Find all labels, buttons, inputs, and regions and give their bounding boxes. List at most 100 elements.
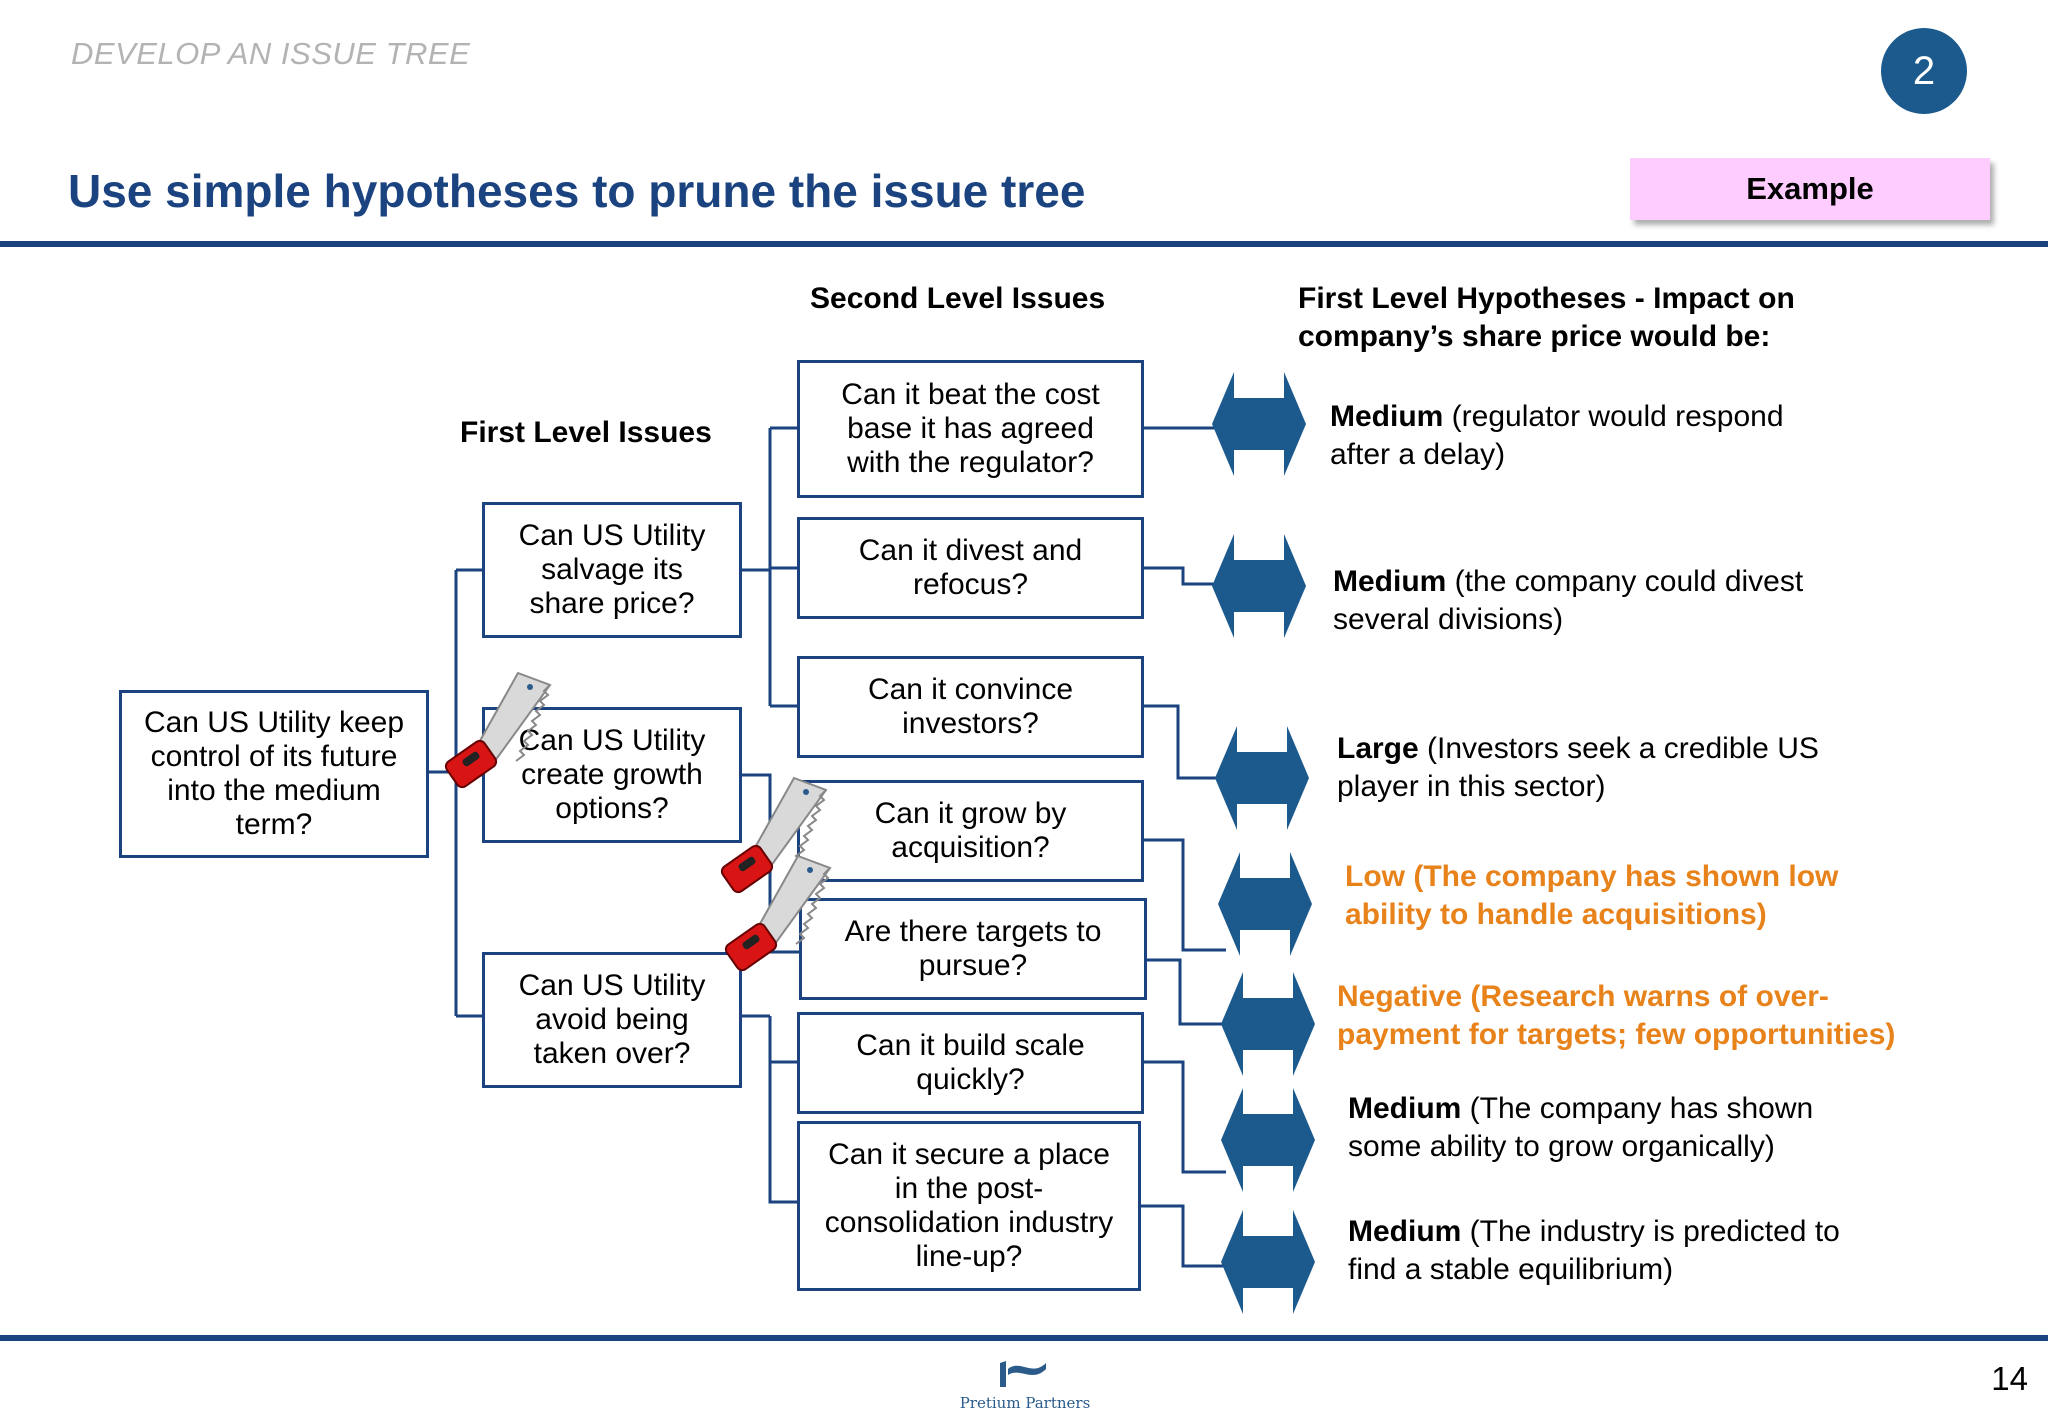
hypothesis-text: (the company could divest bbox=[1446, 565, 1804, 598]
second-level-issue-box: Can it convince investors? bbox=[797, 656, 1144, 758]
footer-rule bbox=[0, 1335, 2048, 1341]
second-level-issue-box: Can it secure a place in the post- conso… bbox=[797, 1121, 1141, 1291]
double-arrow-icon bbox=[1218, 852, 1312, 956]
issue-line: Can it secure a place bbox=[828, 1138, 1110, 1171]
saw-icon bbox=[444, 671, 552, 789]
hypothesis: Large (Investors seek a credible US play… bbox=[1337, 730, 1819, 806]
issue-line: investors? bbox=[902, 707, 1039, 740]
hypotheses-heading-line1: First Level Hypotheses - Impact on bbox=[1298, 282, 1795, 315]
root-line: term? bbox=[235, 808, 313, 841]
issue-line: taken over? bbox=[533, 1037, 691, 1070]
connector-l2-6 bbox=[768, 1016, 800, 1204]
second-level-heading: Second Level Issues bbox=[810, 282, 1106, 315]
first-level-issue-box: Can US Utility create growth options? bbox=[482, 707, 742, 843]
first-level-heading: First Level Issues bbox=[460, 416, 712, 449]
connector-l2-5 bbox=[768, 1016, 800, 1064]
section-label: DEVELOP AN ISSUE TREE bbox=[71, 36, 471, 71]
connector-h-2 bbox=[1143, 704, 1220, 780]
hypotheses-heading-line2: company’s share price would be: bbox=[1298, 320, 1771, 353]
connector-h-3 bbox=[1143, 838, 1226, 952]
double-arrow-icon bbox=[1221, 1088, 1315, 1192]
double-arrow-icon bbox=[1221, 972, 1315, 1076]
hypothesis: Medium (The industry is predicted to fin… bbox=[1348, 1213, 1840, 1289]
hypothesis: Medium (The company has shown some abili… bbox=[1348, 1090, 1813, 1166]
hypothesis-text: (The industry is predicted to bbox=[1461, 1215, 1840, 1248]
issue-line: base it has agreed bbox=[847, 412, 1094, 445]
hypothesis-text: several divisions) bbox=[1333, 603, 1564, 636]
first-level-issue-box: Can US Utility salvage its share price? bbox=[482, 502, 742, 638]
second-level-issue-box: Can it grow by acquisition? bbox=[797, 780, 1144, 882]
issue-line: Can it beat the cost bbox=[841, 378, 1100, 411]
first-level-issue-box: Can US Utility avoid being taken over? bbox=[482, 952, 742, 1088]
connector-h-6 bbox=[1140, 1204, 1226, 1268]
hypothesis: Medium (regulator would respond after a … bbox=[1330, 398, 1784, 474]
issue-line: with the regulator? bbox=[847, 446, 1094, 479]
hypothesis-text: (The company has shown bbox=[1461, 1092, 1814, 1125]
pretium-logo: Pretium Partners bbox=[950, 1355, 1100, 1412]
issue-line: options? bbox=[555, 792, 669, 825]
saw-icon bbox=[724, 854, 832, 972]
second-level-issue-box: Can it divest and refocus? bbox=[797, 517, 1144, 619]
second-level-issue-box: Are there targets to pursue? bbox=[799, 898, 1147, 1000]
hypothesis-rating: Medium bbox=[1333, 565, 1447, 598]
issue-line: Can US Utility bbox=[518, 519, 706, 552]
hypothesis-text: (The company has shown low bbox=[1405, 860, 1839, 893]
issue-line: create growth bbox=[521, 758, 703, 791]
double-arrow-icon bbox=[1221, 1210, 1315, 1314]
hypothesis-text: player in this sector) bbox=[1337, 770, 1606, 803]
issue-line: pursue? bbox=[918, 949, 1028, 982]
root-line: Can US Utility keep bbox=[143, 706, 405, 739]
hypothesis-text: after a delay) bbox=[1330, 438, 1506, 471]
hypothesis-text: (Research warns of over- bbox=[1462, 980, 1829, 1013]
issue-line: Can US Utility bbox=[518, 724, 706, 757]
double-arrow-icon bbox=[1215, 726, 1309, 830]
hypothesis-text: payment for targets; few opportunities) bbox=[1337, 1018, 1896, 1051]
hypothesis-text: (Investors seek a credible US bbox=[1418, 732, 1819, 765]
hypothesis-rating: Negative bbox=[1337, 980, 1463, 1013]
hypothesis-rating: Medium bbox=[1348, 1215, 1462, 1248]
issue-line: Can it divest and bbox=[858, 534, 1083, 567]
step-number-badge: 2 bbox=[1881, 28, 1967, 114]
issue-line: share price? bbox=[529, 587, 695, 620]
page-number: 14 bbox=[1991, 1360, 2028, 1397]
root-line: into the medium bbox=[167, 774, 381, 807]
double-arrow-icon bbox=[1212, 372, 1306, 476]
hypothesis-rating: Medium bbox=[1330, 400, 1444, 433]
second-level-issue-box: Can it beat the cost base it has agreed … bbox=[797, 360, 1144, 498]
issue-line: Are there targets to bbox=[844, 915, 1102, 948]
issue-line: in the post- bbox=[894, 1172, 1044, 1205]
issue-line: Can it convince bbox=[867, 673, 1074, 706]
issue-line: Can it build scale bbox=[856, 1029, 1085, 1062]
second-level-issue-box: Can it build scale quickly? bbox=[797, 1012, 1144, 1114]
connector-h-5 bbox=[1143, 1060, 1226, 1174]
issue-line: refocus? bbox=[912, 568, 1029, 601]
example-tag: Example bbox=[1630, 158, 1990, 220]
issue-line: Can it grow by bbox=[874, 797, 1067, 830]
logo-text: Pretium Partners bbox=[959, 1394, 1091, 1412]
hypothesis-text: ability to handle acquisitions) bbox=[1345, 898, 1767, 931]
hypothesis-rating: Medium bbox=[1348, 1092, 1462, 1125]
issue-line: Can US Utility bbox=[518, 969, 706, 1002]
issue-line: salvage its bbox=[541, 553, 683, 586]
issue-line: quickly? bbox=[916, 1063, 1025, 1096]
saw-icon bbox=[720, 776, 828, 894]
page-title: Use simple hypotheses to prune the issue… bbox=[68, 165, 1086, 217]
connector-h-1 bbox=[1143, 566, 1220, 586]
issue-line: acquisition? bbox=[891, 831, 1050, 864]
hypothesis-text: find a stable equilibrium) bbox=[1348, 1253, 1674, 1286]
hypothesis: Medium (the company could divest several… bbox=[1333, 563, 1803, 639]
hypotheses-heading: First Level Hypotheses - Impact on compa… bbox=[1298, 280, 1795, 356]
issue-line: avoid being bbox=[535, 1003, 689, 1036]
header-rule bbox=[0, 241, 2048, 247]
connector-h-4 bbox=[1146, 958, 1226, 1026]
hypothesis-text: (regulator would respond bbox=[1443, 400, 1784, 433]
pretium-logo-icon bbox=[1000, 1361, 1046, 1387]
root-issue-box: Can US Utility keep control of its futur… bbox=[119, 690, 429, 858]
issue-line: consolidation industry bbox=[824, 1206, 1114, 1239]
hypothesis-highlighted: Negative (Research warns of over- paymen… bbox=[1337, 978, 1895, 1054]
hypothesis-rating: Large bbox=[1337, 732, 1419, 765]
hypothesis-text: some ability to grow organically) bbox=[1348, 1130, 1775, 1163]
double-arrow-icon bbox=[1212, 534, 1306, 638]
hypothesis-rating: Low bbox=[1345, 860, 1405, 893]
